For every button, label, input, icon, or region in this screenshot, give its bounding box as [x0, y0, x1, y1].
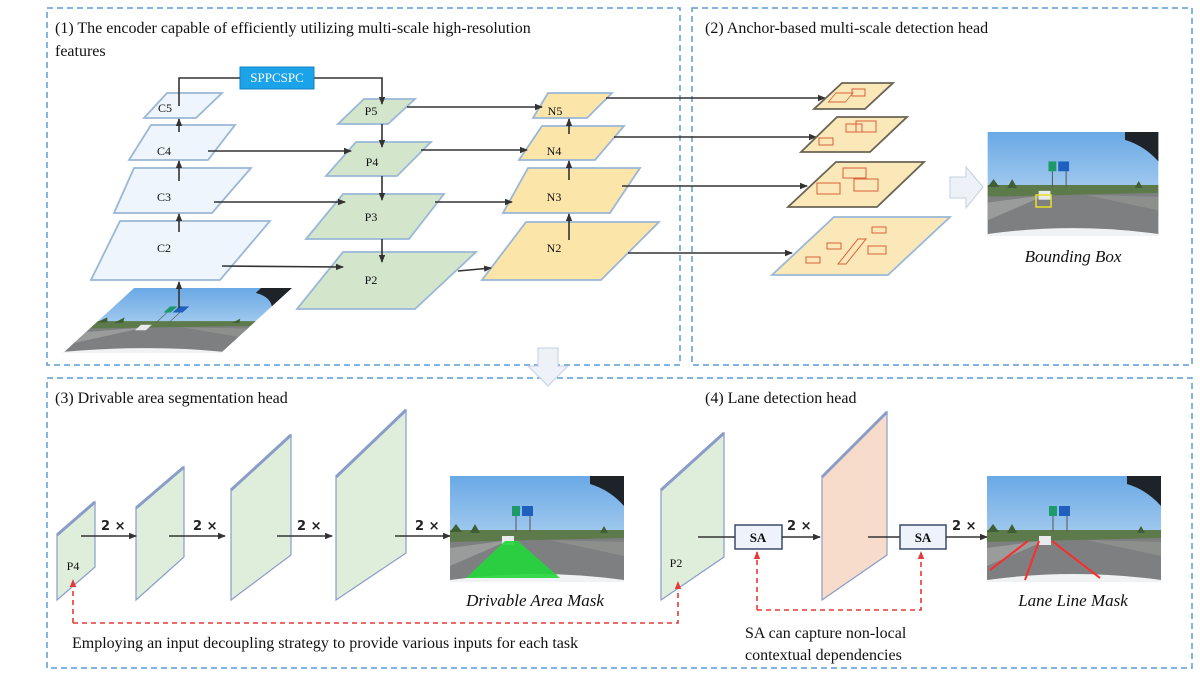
input-image [62, 288, 292, 353]
feature-n2 [480, 221, 662, 281]
upsample-label: 2 × [101, 519, 125, 534]
label-p5: P5 [365, 104, 378, 118]
feature-c2 [89, 220, 272, 281]
decoupling-link-p2 [73, 581, 682, 624]
drivable-feature-3 [229, 433, 293, 602]
feature-n3 [501, 167, 642, 214]
upsample-label: 2 × [193, 519, 217, 534]
drivable-feature-2 [135, 465, 185, 602]
label-c3: C3 [157, 190, 171, 204]
bounding-box-caption: Bounding Box [1025, 247, 1122, 266]
bounding-box-image [987, 132, 1159, 236]
label-c5: C5 [158, 101, 172, 115]
feature-n4 [517, 125, 626, 161]
lane-input-label: P2 [670, 556, 683, 570]
upsample-label: 2 × [415, 519, 439, 534]
hollow-arrow-down-icon [526, 347, 570, 387]
decoupling-note: Employing an input decoupling strategy t… [72, 635, 578, 652]
drivable-feature-p4 [56, 500, 96, 602]
drivable-input-label: P4 [67, 559, 80, 573]
sa-block-2 [899, 524, 947, 550]
label-p3: P3 [365, 210, 378, 224]
label-n3: N3 [547, 190, 562, 204]
upsample-label: 2 × [787, 519, 811, 534]
sa-note-line1: SA can capture non-local [745, 625, 907, 642]
label-p2: P2 [365, 273, 378, 287]
lane-feature-upsampled [820, 410, 889, 602]
label-c2: C2 [157, 241, 171, 255]
label-n4: N4 [547, 144, 562, 158]
c5-to-sppcspc-line [178, 77, 240, 106]
sa-label: SA [750, 530, 767, 545]
drivable-title: (3) Drivable area segmentation head [55, 390, 288, 407]
label-c4: C4 [157, 144, 171, 158]
sa-label: SA [915, 530, 932, 545]
encoder-title-cont: features [55, 43, 106, 60]
lateral-arrows [208, 103, 543, 272]
feature-c3 [112, 167, 253, 214]
feature-p4 [324, 141, 434, 177]
drivable-area-image [450, 476, 624, 582]
lane-feature-p2 [659, 431, 726, 602]
sa-note-line2: contextual dependencies [745, 647, 902, 664]
feature-n5 [531, 92, 615, 119]
upsample-label: 2 × [952, 519, 976, 534]
sa-link-2 [757, 551, 925, 611]
detection-title: (2) Anchor-based multi-scale detection h… [705, 20, 988, 37]
sppcspc-label: SPPCSPC [250, 70, 304, 85]
head-input-arrows [606, 94, 826, 257]
sppcspc-to-p5-arrow [314, 77, 386, 105]
label-n2: N2 [547, 241, 562, 255]
lane-line-image [987, 476, 1161, 582]
upsample-label: 2 × [297, 519, 321, 534]
feature-p5 [335, 98, 418, 125]
detection-plate-large [785, 161, 927, 208]
hollow-arrow-right-icon [949, 165, 984, 210]
lane-title: (4) Lane detection head [705, 390, 856, 407]
label-n5: N5 [548, 104, 563, 118]
sa-block-1 [734, 524, 783, 550]
heads-panel [46, 377, 1193, 669]
detection-plate-xlarge [769, 216, 953, 276]
detection-plate-medium [798, 116, 910, 153]
feature-c5 [141, 92, 225, 119]
drivable-caption: Drivable Area Mask [465, 591, 604, 610]
feature-p2 [295, 251, 479, 310]
feature-c4 [127, 124, 237, 161]
feature-p3 [304, 193, 446, 240]
detection-plate-small [811, 82, 896, 110]
lane-caption: Lane Line Mask [1017, 591, 1128, 610]
drivable-feature-4 [334, 408, 408, 602]
label-p4: P4 [366, 155, 379, 169]
encoder-title: (1) The encoder capable of efficiently u… [55, 20, 531, 37]
